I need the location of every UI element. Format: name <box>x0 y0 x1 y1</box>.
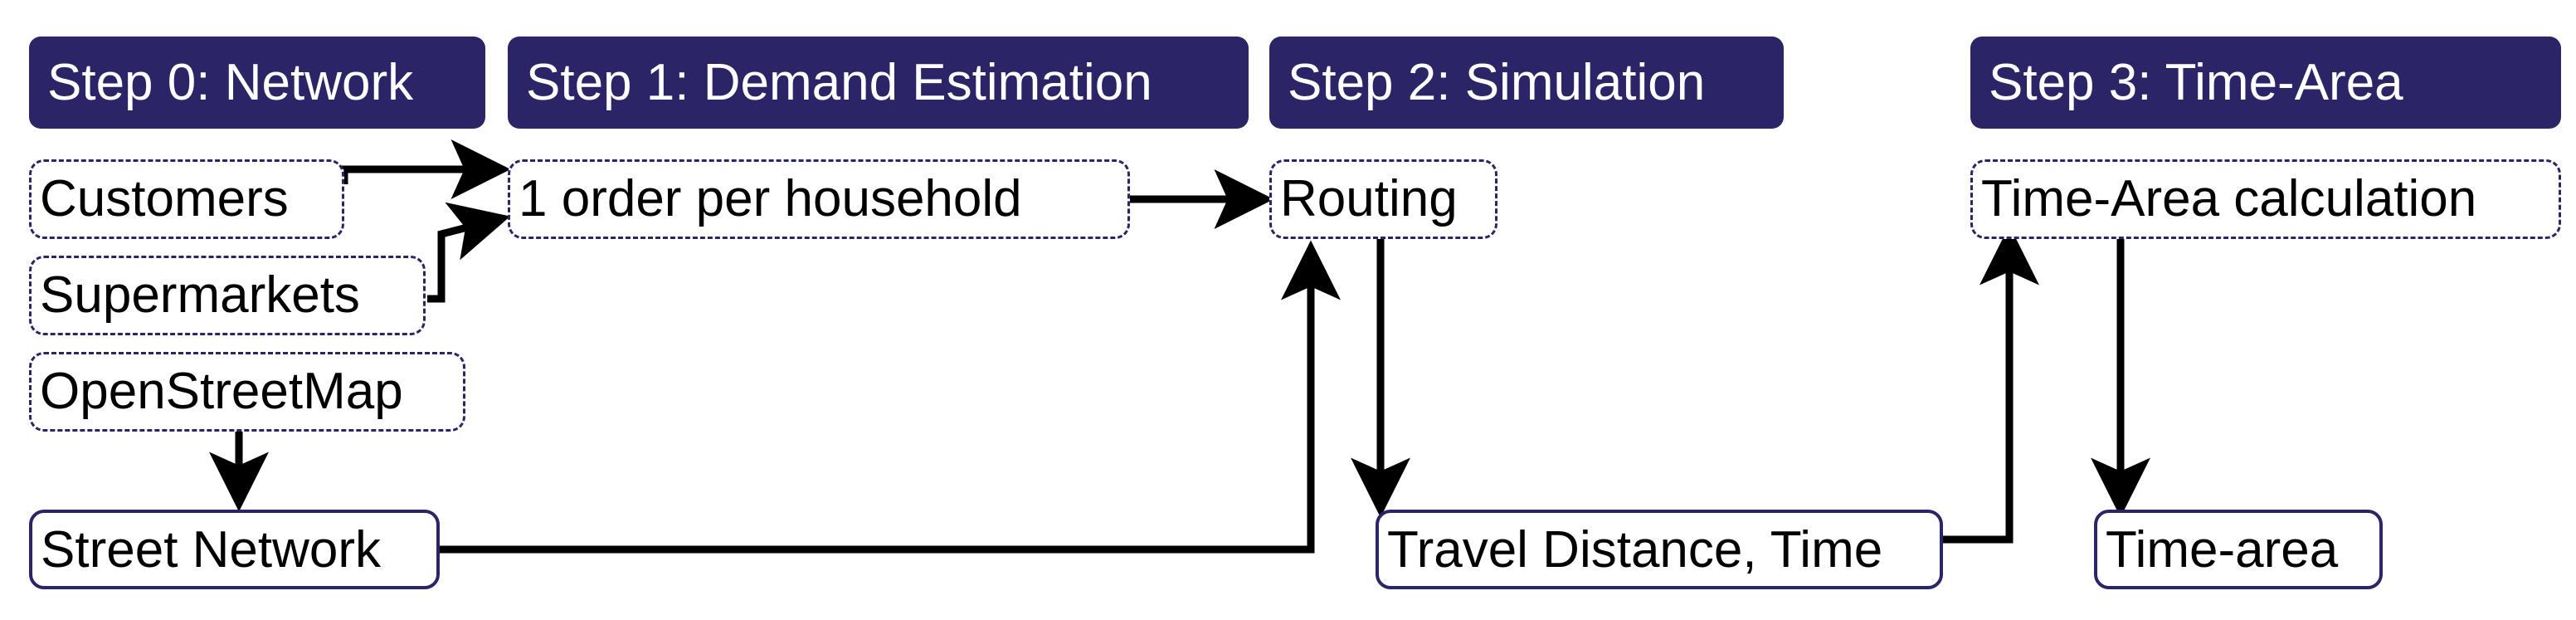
customers-node: Customers <box>29 159 344 239</box>
supermarkets-node: Supermarkets <box>29 256 426 335</box>
routing-node: Routing <box>1269 159 1497 239</box>
arrow-street-network-to-routing <box>440 240 1341 554</box>
step-3-header: Step 3: Time-Area <box>1970 37 2561 129</box>
time-area-calculation-node: Time-Area calculation <box>1970 159 2561 239</box>
step-2-header: Step 2: Simulation <box>1269 37 1784 129</box>
step-1-header: Step 1: Demand Estimation <box>508 37 1249 129</box>
street-network-node: Street Network <box>29 510 440 589</box>
openstreetmap-node: OpenStreetMap <box>29 352 465 432</box>
step-0-header: Step 0: Network <box>29 37 485 129</box>
travel-distance-time-node: Travel Distance, Time <box>1376 510 1943 589</box>
arrow-travel-to-timearea-calc <box>1943 225 2039 544</box>
arrow-supermarkets-to-order <box>427 202 511 303</box>
time-area-node: Time-area <box>2094 510 2383 589</box>
order-per-household-node: 1 order per household <box>508 159 1130 239</box>
arrow-customers-to-order <box>340 139 511 199</box>
